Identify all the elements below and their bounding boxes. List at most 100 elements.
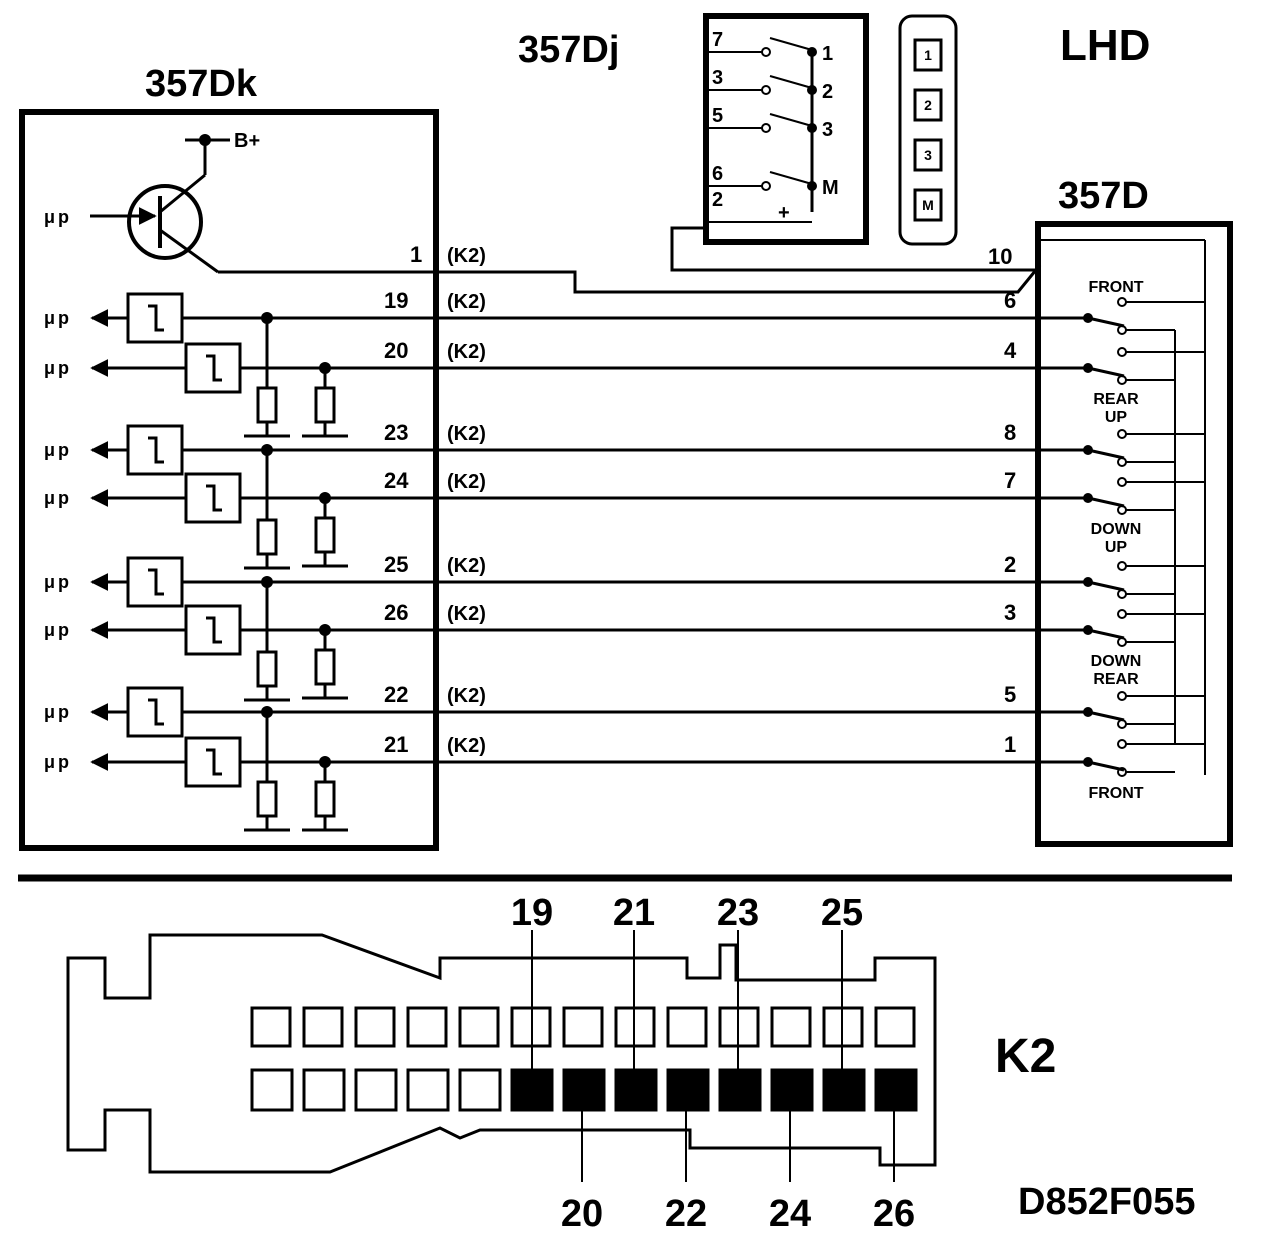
module-357dk-box <box>19 109 439 851</box>
dj-left-pin: 5 <box>712 105 723 127</box>
resistor-network <box>244 312 348 832</box>
d-contact <box>1117 429 1127 439</box>
d-pin-label: 5 <box>1004 682 1016 707</box>
connector-pin-label-top: 23 <box>717 892 759 934</box>
connector-cavities: 19 21 23 25 20 22 24 26 <box>250 892 918 1235</box>
cavity-filled <box>718 1068 762 1112</box>
module-357dk-title: 357Dk <box>145 63 258 105</box>
dk-pin-label: 24 <box>384 468 409 493</box>
d-pin-label: 2 <box>1004 552 1016 577</box>
connector-pin-label-bottom: 26 <box>873 1193 915 1235</box>
dk-pin-label: 25 <box>384 552 408 577</box>
cavity-top <box>250 1006 292 1048</box>
connector-pin-label-top: 25 <box>821 892 863 934</box>
drawing-code-label: D852F055 <box>1018 1181 1195 1223</box>
dk-pin-label: 22 <box>384 682 408 707</box>
dk-pin-label: 21 <box>384 732 408 757</box>
d-switch-lever <box>1087 628 1125 640</box>
resistor <box>314 780 336 818</box>
d-contact <box>1117 325 1127 335</box>
mu-label: μp <box>44 572 72 592</box>
module-357d-box <box>1035 221 1233 847</box>
wire-pin-1 <box>218 264 1042 294</box>
k2-tag: (K2) <box>447 471 486 493</box>
k2-tag: (K2) <box>447 341 486 363</box>
pin-1-label: 1 <box>410 242 422 267</box>
cavity-bottom <box>250 1068 294 1112</box>
connector-pin-label-bottom: 24 <box>769 1193 811 1235</box>
mu-label: μp <box>44 620 72 640</box>
dj-left-pin: 6 <box>712 163 723 185</box>
cavity-bottom <box>458 1068 502 1112</box>
transistor-symbol <box>90 134 230 274</box>
filter-symbol <box>148 436 164 464</box>
filter-symbol <box>206 748 222 776</box>
k2-tag: (K2) <box>447 423 486 445</box>
cavity-top <box>458 1006 500 1048</box>
connector-pin-label-top: 19 <box>511 892 553 934</box>
d-contact <box>1117 719 1127 729</box>
mu-label: μp <box>44 308 72 328</box>
resistor <box>256 518 278 556</box>
pin-10-label: 10 <box>988 244 1012 269</box>
filter-symbol <box>206 354 222 382</box>
transistor-mu-label: μp <box>44 207 72 227</box>
dj-right-pin: 1 <box>822 43 833 65</box>
d-switch-lever <box>1087 760 1125 772</box>
dk-pin-label: 19 <box>384 288 408 313</box>
filter-symbol <box>148 698 164 726</box>
button-label: 2 <box>924 97 932 113</box>
cavity-top <box>666 1006 708 1048</box>
d-contact <box>1117 561 1127 571</box>
resistor <box>256 650 278 688</box>
cavity-top <box>562 1006 604 1048</box>
filter-symbol <box>206 484 222 512</box>
dj-left-pin: 3 <box>712 67 723 89</box>
cavity-top <box>770 1006 812 1048</box>
dj-right-pin: 3 <box>822 119 833 141</box>
filter-symbol <box>148 568 164 596</box>
switch-label: FRONT <box>1088 279 1143 296</box>
cavity-top <box>874 1006 916 1048</box>
cavity-filled <box>562 1068 606 1112</box>
b-plus-label: B+ <box>234 130 260 152</box>
switch-label: DOWN <box>1091 521 1142 538</box>
resistor <box>314 516 336 554</box>
filter-symbol <box>148 304 164 332</box>
dj-contact <box>761 47 771 57</box>
d-contact <box>1117 505 1127 515</box>
connector-pin-label-top: 21 <box>613 892 655 934</box>
d-contact <box>1117 691 1127 701</box>
switch-label: DOWN <box>1091 653 1142 670</box>
connector-pin-label-bottom: 20 <box>561 1193 603 1235</box>
signal-lines: μp19(K2)6μp20(K2)4μp23(K2)8μp24(K2)7μp25… <box>44 288 1085 788</box>
k2-tag: (K2) <box>447 555 486 577</box>
cavity-filled <box>666 1068 710 1112</box>
d-pin-label: 7 <box>1004 468 1016 493</box>
cavity-filled <box>614 1068 658 1112</box>
d-pin-label: 1 <box>1004 732 1016 757</box>
d-pin-label: 8 <box>1004 420 1016 445</box>
pin-1-k2-tag: (K2) <box>447 245 486 267</box>
mu-label: μp <box>44 752 72 772</box>
d-switch-lever <box>1087 316 1125 328</box>
button-panel <box>898 14 958 246</box>
connector-pin-label-bottom: 22 <box>665 1193 707 1235</box>
resistor <box>256 386 278 424</box>
cavity-bottom <box>354 1068 398 1112</box>
resistor <box>256 780 278 818</box>
mu-label: μp <box>44 358 72 378</box>
connector-name-label: K2 <box>995 1030 1056 1083</box>
button-2 <box>913 88 943 122</box>
cavity-bottom <box>302 1068 346 1112</box>
dj-contact <box>761 181 771 191</box>
filter-symbol <box>206 616 222 644</box>
dj-left-pin: 2 <box>712 189 723 211</box>
switch-label: REAR <box>1093 671 1139 688</box>
button-M <box>913 188 943 222</box>
d-contact <box>1117 609 1127 619</box>
mu-label: μp <box>44 488 72 508</box>
switch-label: UP <box>1105 409 1128 426</box>
dj-right-pin: M <box>822 177 839 199</box>
switch-label: UP <box>1105 539 1128 556</box>
